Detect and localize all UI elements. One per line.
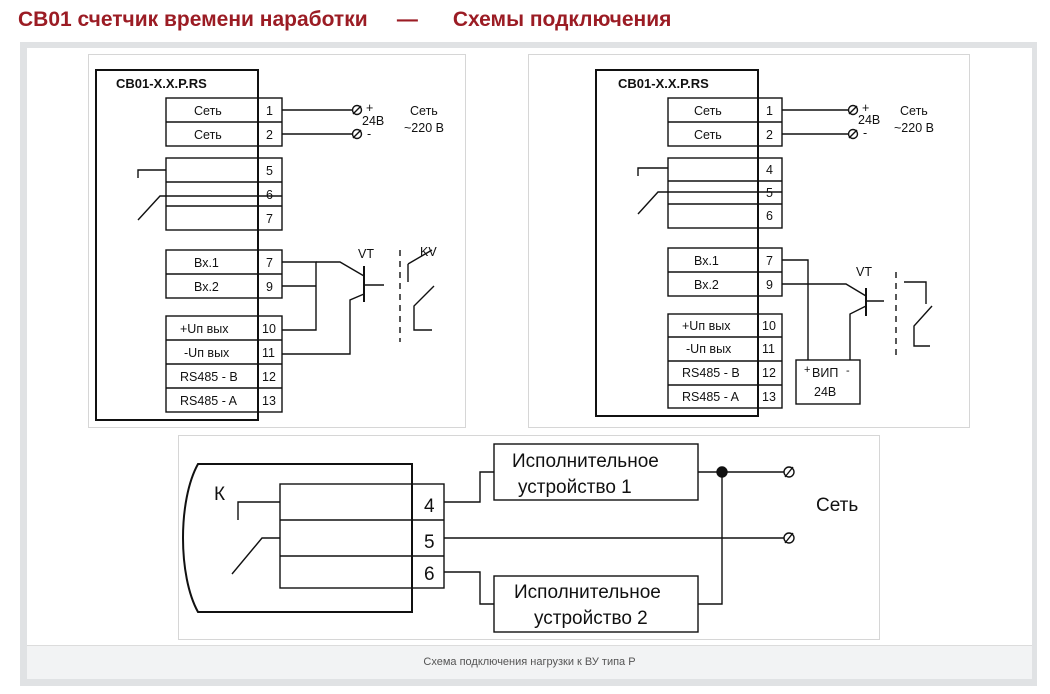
- d2-block-relay: [667, 157, 783, 229]
- d2-row7-label: Вх.1: [694, 254, 719, 268]
- title-left: СВ01 счетчик времени наработки: [18, 8, 368, 31]
- d1-row11-label: -Uп вых: [184, 346, 230, 360]
- d3-terminal-5: 5: [424, 532, 435, 553]
- d2-row10-num: 10: [762, 319, 776, 333]
- d2-row10-label: +Uп вых: [682, 319, 731, 333]
- diagram-3-graphics: [182, 443, 795, 633]
- d2-row9-label: Вх.2: [694, 278, 719, 292]
- d2-vip-box: [795, 359, 861, 405]
- d2-row12-label: RS485 - B: [682, 366, 740, 380]
- d2-plus: +: [862, 101, 869, 115]
- d2-row12-num: 12: [762, 366, 776, 380]
- d3-dev1-line1: Исполнительное: [512, 451, 659, 472]
- d2-row1-label: Сеть: [694, 104, 722, 118]
- d2-minus: -: [863, 126, 867, 140]
- d2-net220: ~220 В: [894, 121, 934, 135]
- d1-minus: -: [367, 127, 371, 141]
- d2-device-body: [595, 69, 759, 417]
- d1-24v: 24В: [362, 114, 384, 128]
- d1-vt: VT: [358, 247, 374, 261]
- d2-row9-num: 9: [766, 278, 773, 292]
- d1-row2-label: Сеть: [194, 128, 222, 142]
- d1-row2-num: 2: [266, 128, 273, 142]
- d2-row11-label: -Uп вых: [686, 342, 732, 356]
- d1-row5-num: 6: [266, 188, 273, 202]
- d1-row7-label: Вх.1: [194, 256, 219, 270]
- image-caption: Схема подключения нагрузки к ВУ типа Р: [423, 656, 636, 668]
- d1-block-relay: [165, 157, 283, 231]
- d1-row1-label: Сеть: [194, 104, 222, 118]
- d2-24v: 24В: [858, 113, 880, 127]
- d1-row9-label: Вх.2: [194, 280, 219, 294]
- d2-row11-num: 11: [762, 342, 775, 356]
- d1-row10-label: +Uп вых: [180, 322, 229, 336]
- d2-vip-minus: -: [846, 365, 850, 377]
- d2-row13-label: RS485 - A: [682, 390, 740, 404]
- d1-row13-num: 13: [262, 394, 276, 408]
- d2-row4-num: 4: [766, 163, 773, 177]
- d1-device-label: СВ01-X.X.P.RS: [116, 76, 207, 91]
- d1-device-body: [95, 69, 259, 421]
- diagram-1-graphics: [95, 69, 435, 421]
- d3-dev2-line1: Исполнительное: [514, 582, 661, 603]
- title-dash: —: [396, 8, 418, 31]
- d3-dev1-line2: устройство 1: [518, 477, 632, 498]
- d1-plus: +: [366, 101, 373, 115]
- panel-diagram-1: [88, 54, 466, 428]
- d2-vip-24v: 24В: [814, 385, 836, 399]
- d1-row10-num: 10: [262, 322, 276, 336]
- d1-row4-num: 5: [266, 164, 273, 178]
- d3-terminal-4: 4: [424, 496, 435, 517]
- d1-row6-num: 7: [266, 212, 273, 226]
- d3-k-label: К: [214, 484, 225, 505]
- d2-row13-num: 13: [762, 390, 776, 404]
- page-title: СВ01 счетчик времени наработки — Схемы п…: [18, 4, 671, 36]
- title-right: Схемы подключения: [452, 8, 672, 31]
- d2-vip-plus: +: [804, 364, 810, 376]
- d1-row1-num: 1: [266, 104, 273, 118]
- d1-net220: ~220 В: [404, 121, 444, 135]
- d3-dev2-line2: устройство 2: [534, 608, 648, 629]
- diagram-2-graphics: [595, 69, 933, 417]
- d2-row1-num: 1: [766, 104, 773, 118]
- d3-device-body: [182, 463, 413, 613]
- d2-device-label: СВ01-X.X.P.RS: [618, 76, 709, 91]
- panel-diagram-2: [528, 54, 970, 428]
- d3-terminal-6: 6: [424, 564, 435, 585]
- d2-net: Сеть: [900, 104, 928, 118]
- d2-row6-num: 6: [766, 209, 773, 223]
- d2-row5-num: 5: [766, 186, 773, 200]
- d1-row9-num: 9: [266, 280, 273, 294]
- d1-net: Сеть: [410, 104, 438, 118]
- d3-relay-block: [279, 483, 445, 589]
- d2-vip: ВИП: [812, 366, 838, 380]
- caption-bar: Схема подключения нагрузки к ВУ типа Р: [27, 645, 1032, 679]
- d2-row2-label: Сеть: [694, 128, 722, 142]
- d1-row7-num: 7: [266, 256, 273, 270]
- d1-row12-label: RS485 - B: [180, 370, 238, 384]
- d1-row11-num: 11: [262, 346, 275, 360]
- d1-row13-label: RS485 - A: [180, 394, 238, 408]
- d1-row12-num: 12: [262, 370, 276, 384]
- d2-row2-num: 2: [766, 128, 773, 142]
- d3-junction-dot: [716, 466, 728, 478]
- d3-net-label: Сеть: [816, 495, 858, 516]
- d2-vt: VT: [856, 265, 872, 279]
- d2-row7-num: 7: [766, 254, 773, 268]
- d1-kv: KV: [420, 245, 437, 259]
